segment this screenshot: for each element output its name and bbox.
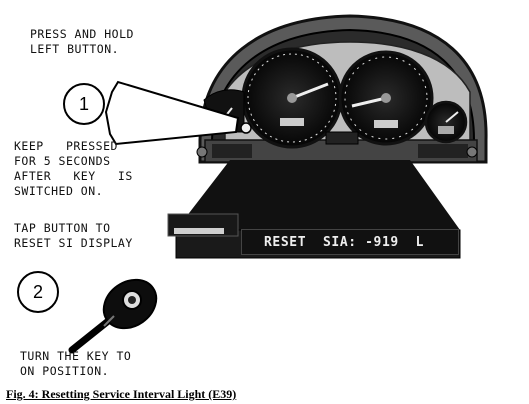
reset-display-readout: RESET SIA: -919 L bbox=[241, 229, 459, 255]
reset-button-icon bbox=[240, 122, 252, 134]
tachometer-icon bbox=[338, 50, 434, 146]
left-display-label bbox=[174, 228, 224, 234]
press-hold-instruction: PRESS AND HOLD LEFT BUTTON. bbox=[30, 27, 134, 56]
figure-caption: Fig. 4: Resetting Service Interval Light… bbox=[6, 387, 237, 401]
step-1-marker: 1 bbox=[63, 83, 105, 125]
display-projection bbox=[176, 160, 460, 230]
tap-button-instruction: TAP BUTTON TO RESET SI DISPLAY bbox=[14, 221, 133, 250]
step-2-marker: 2 bbox=[17, 271, 59, 313]
keep-pressed-instruction: KEEP PRESSED FOR 5 SECONDS AFTER KEY IS … bbox=[14, 139, 133, 198]
fuel-gauge-icon bbox=[424, 100, 468, 144]
pointer-arrow-icon bbox=[104, 80, 240, 146]
turn-key-instruction: TURN THE KEY TO ON POSITION. bbox=[20, 349, 132, 378]
speedometer-icon bbox=[241, 47, 343, 149]
ignition-key-icon bbox=[68, 278, 158, 354]
center-indicator bbox=[325, 131, 359, 145]
